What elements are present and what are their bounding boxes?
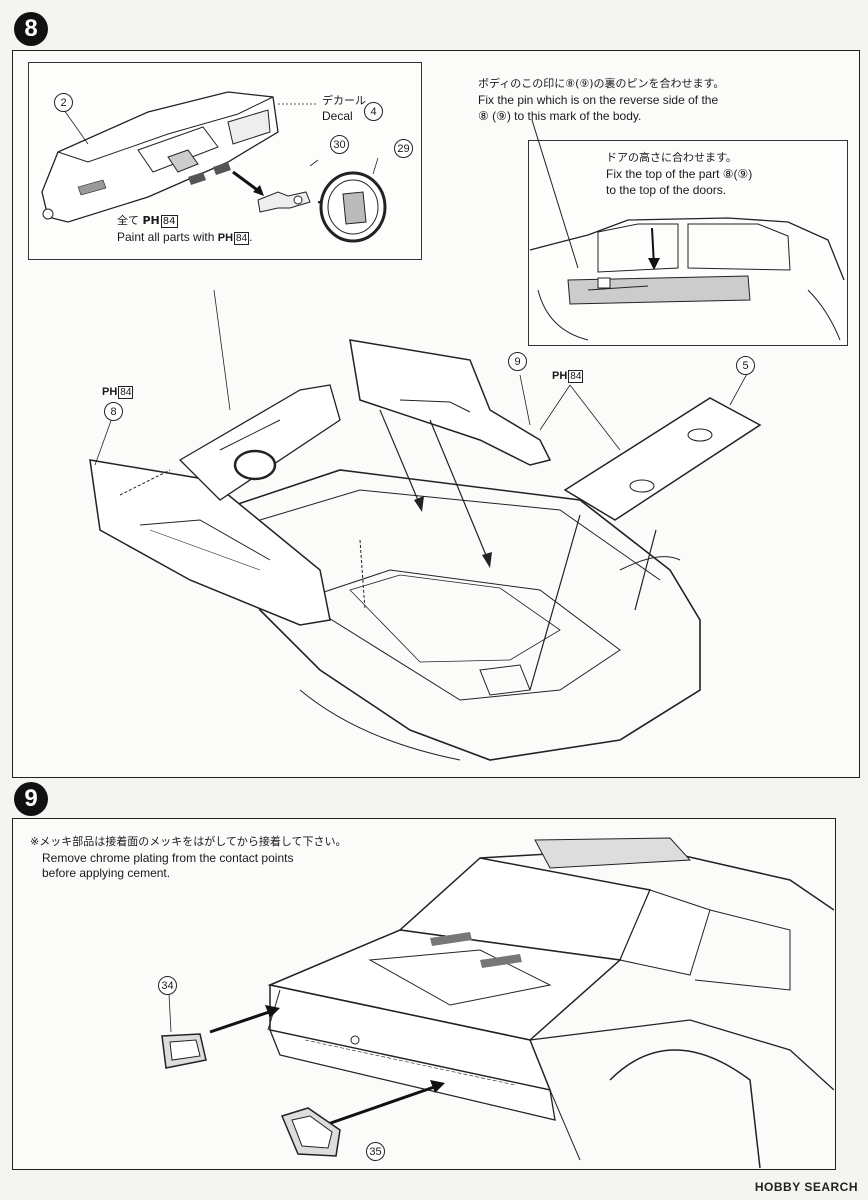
door-callout-drawing [529,217,845,341]
door-note-jp: ドアの高さに合わせます。 [606,151,737,164]
part-number-8: 8 [104,402,123,421]
paint-code-right-box: 84 [568,370,584,383]
paint-code-en-box: 84 [234,232,250,245]
part-35-drawing [280,1107,341,1157]
decal-number-4: 4 [364,102,383,121]
pin-note-jp: ボディのこの印に⑧(⑨)の裏のピンを合わせます。 [478,77,725,90]
part-number-30: 30 [330,135,349,154]
pin-note-en2: ⑧ (⑨) to this mark of the body. [478,109,642,123]
part-number-2: 2 [54,93,73,112]
step-9-badge: 9 [14,782,48,816]
paint-code-en-text: PH [217,232,234,244]
paint-code-left-text: PH [102,386,118,398]
part-number-5: 5 [736,356,755,375]
decal-label-en: Decal [322,109,353,123]
step-8-badge: 8 [14,12,48,46]
paint-code-jp-box: 84 [160,215,178,228]
pin-note-en1: Fix the pin which is on the reverse side… [478,93,719,107]
hobby-search-watermark: HOBBY SEARCH [754,1180,858,1194]
paint-code-jp-text: PH [142,214,160,227]
dashboard-callout-drawing [41,91,387,243]
chrome-note-en1: Remove chrome plating from the contact p… [42,851,294,865]
part-number-29: 29 [394,139,413,158]
part-number-34: 34 [158,976,177,995]
paint-note-jp-text: 全て [117,214,139,227]
paint-note-en-end: . [249,230,253,244]
part-34-drawing [161,1033,207,1069]
door-note-en2: to the top of the doors. [606,183,727,197]
part-number-9: 9 [508,352,527,371]
paint-code-right-text: PH [552,370,568,382]
car-front-drawing [209,837,834,1168]
car-body-interior-drawing [89,290,762,761]
paint-code-left-box: 84 [118,386,134,399]
chrome-note-en2: before applying cement. [42,866,171,880]
part-34-leader [168,994,172,1033]
paint-note-en-text: Paint all parts with [117,230,215,244]
pin-leader-line [531,119,579,269]
part-number-35: 35 [366,1142,385,1161]
decal-label-jp: デカール [322,94,366,107]
chrome-note-jp: ※メッキ部品は接着面のメッキをはがしてから接着して下さい。 [30,835,347,848]
door-note-en1: Fix the top of the part ⑧(⑨) [606,167,753,181]
